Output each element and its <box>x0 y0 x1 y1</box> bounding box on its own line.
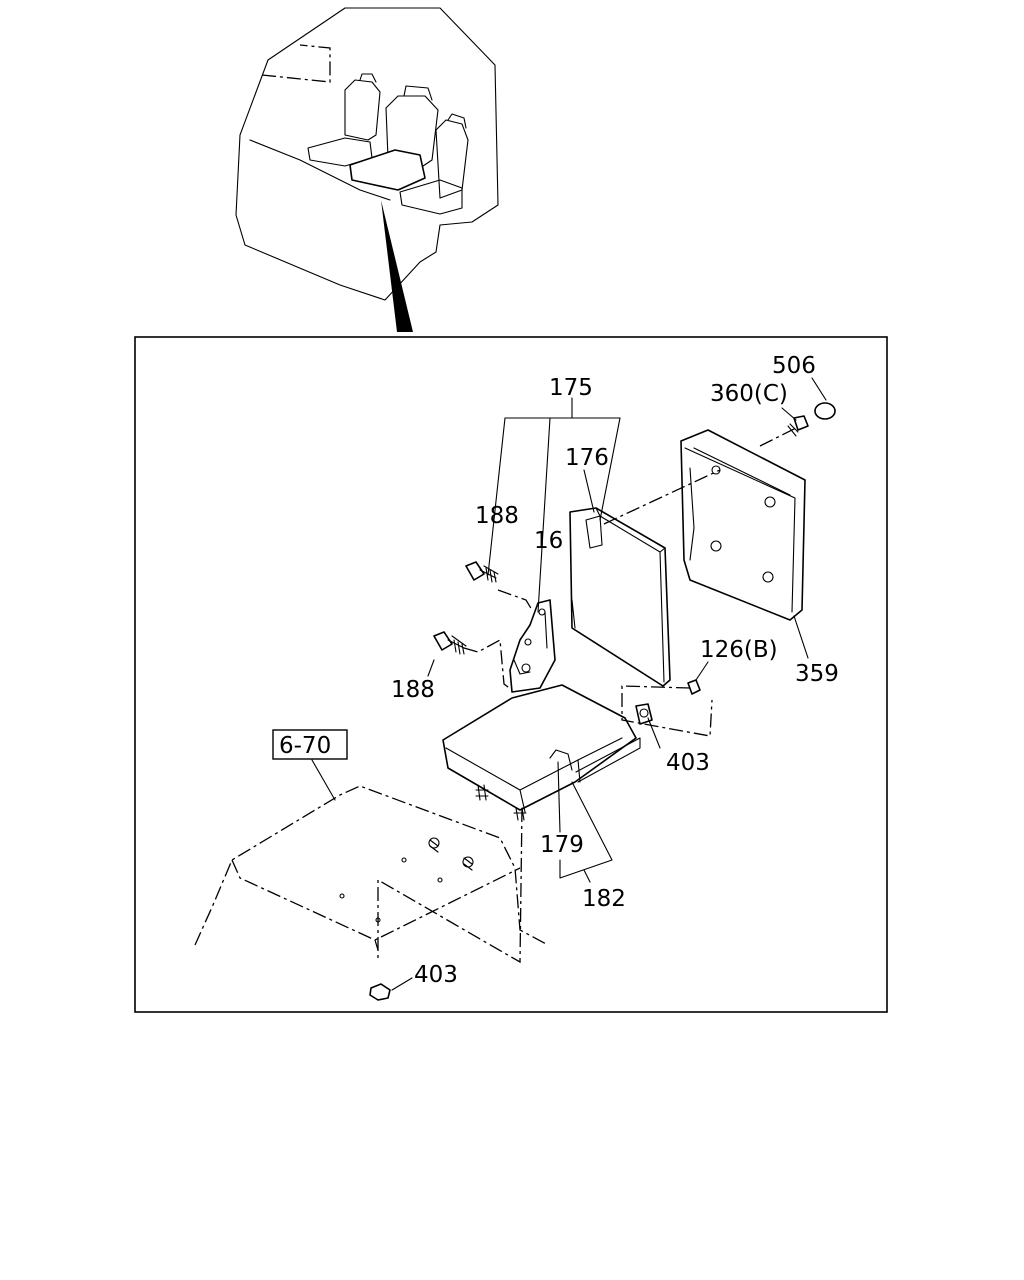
nut-126b <box>687 679 701 695</box>
label-176: 176 <box>565 445 609 471</box>
cab-overview-illustration <box>235 7 499 332</box>
label-179: 179 <box>540 832 584 858</box>
bolt-188-lower <box>433 631 467 655</box>
leader-lines <box>311 377 827 991</box>
hinge-bracket-part <box>509 599 556 693</box>
seat-back-part <box>569 507 671 687</box>
callout-labels: 175 176 188 16 188 506 360(C) 126(B) 359… <box>272 353 839 988</box>
bolt-188-upper <box>465 561 499 583</box>
label-188-upper: 188 <box>475 503 519 529</box>
label-359: 359 <box>795 661 839 687</box>
label-188-lower: 188 <box>391 677 435 703</box>
seat-base-part <box>194 785 549 951</box>
label-403-upper: 403 <box>666 750 710 776</box>
label-126b: 126(B) <box>700 637 778 663</box>
cap-506 <box>814 402 836 420</box>
label-16: 16 <box>534 528 563 554</box>
label-403-lower: 403 <box>414 962 458 988</box>
label-506: 506 <box>772 353 816 379</box>
label-175: 175 <box>549 375 593 401</box>
label-6-70: 6-70 <box>279 733 331 759</box>
seat-cushion-part <box>442 684 641 821</box>
label-360c: 360(C) <box>710 381 788 407</box>
screw-360c <box>787 415 809 437</box>
nut-403-lower <box>369 983 391 1001</box>
label-182: 182 <box>582 886 626 912</box>
label-6-70-box <box>272 729 348 760</box>
seat-back-cover-part <box>680 429 806 621</box>
detail-frame <box>134 336 888 1013</box>
